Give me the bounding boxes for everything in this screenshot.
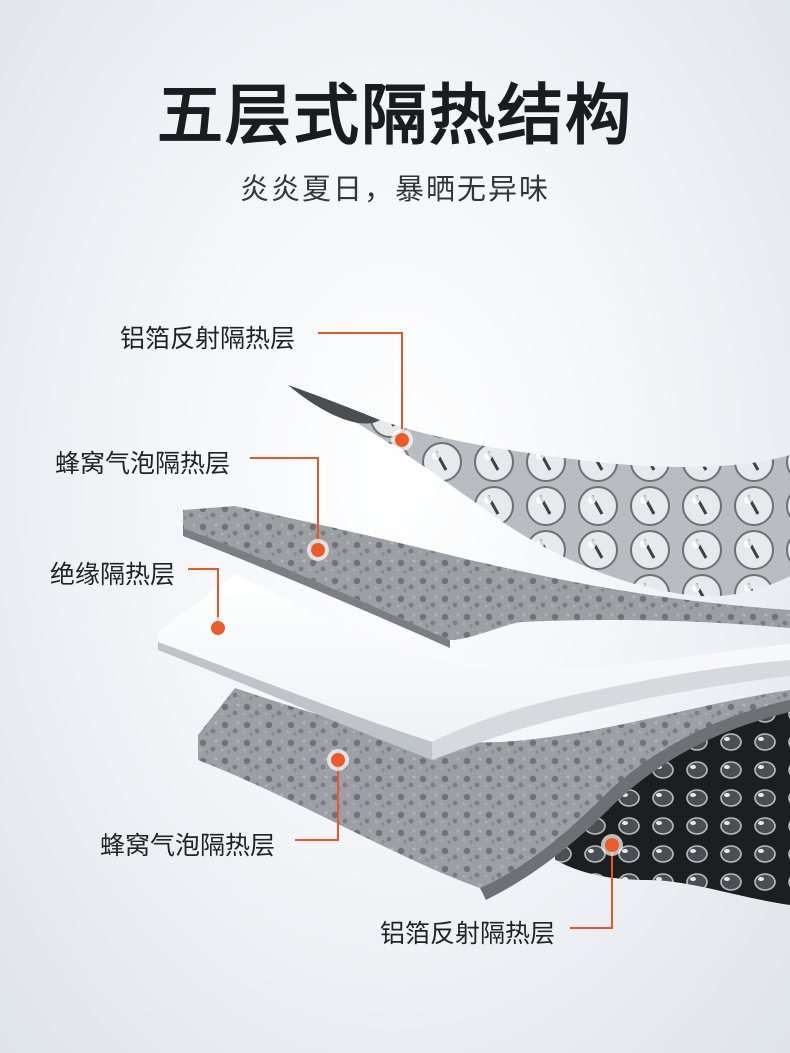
callout-dot-1 bbox=[311, 543, 325, 557]
label-foil-bottom: 铝箔反射隔热层 bbox=[380, 919, 556, 948]
callout-dot-0 bbox=[395, 433, 409, 447]
callout-dot-2 bbox=[211, 621, 225, 635]
callout-line-1 bbox=[250, 457, 319, 550]
callout-line-0 bbox=[318, 332, 403, 440]
callout-dot-4 bbox=[605, 838, 619, 852]
top-foam-layer bbox=[183, 506, 790, 640]
insulation-layer bbox=[158, 574, 790, 742]
page-subtitle: 炎炎夏日，暴晒无异味 bbox=[239, 172, 550, 206]
callout-line-2 bbox=[188, 568, 219, 628]
page-title: 五层式隔热结构 bbox=[157, 77, 633, 154]
label-bubble-top: 蜂窝气泡隔热层 bbox=[55, 449, 231, 478]
callout-line-4 bbox=[570, 845, 613, 929]
top-bubble-layer bbox=[288, 385, 790, 597]
callout-dot-3 bbox=[331, 753, 345, 767]
callout-lines bbox=[188, 332, 623, 929]
callout-line-3 bbox=[295, 760, 339, 841]
label-insulation: 绝缘隔热层 bbox=[50, 560, 176, 589]
label-bubble-bottom: 蜂窝气泡隔热层 bbox=[100, 831, 276, 860]
bottom-foam-layer bbox=[198, 688, 790, 888]
label-foil-top: 铝箔反射隔热层 bbox=[120, 324, 296, 353]
